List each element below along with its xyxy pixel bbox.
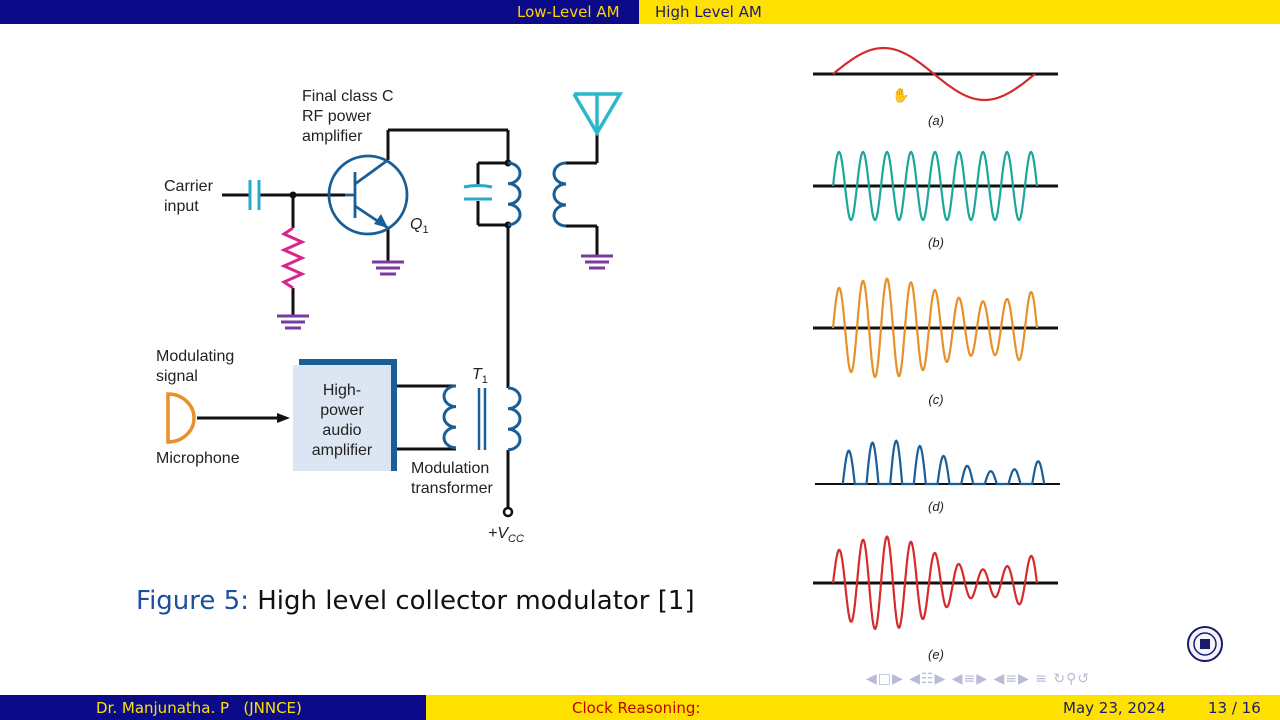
nav-prev-icon[interactable]: ◀☷▶ bbox=[909, 671, 947, 687]
footer-author: Dr. Manjunatha. P (JNNCE) bbox=[96, 699, 302, 717]
nav-menu-icon[interactable]: ≡ bbox=[1035, 671, 1048, 687]
audio-amp-line2: power bbox=[320, 402, 364, 419]
tab-low-level-am[interactable]: Low-Level AM bbox=[517, 3, 620, 21]
wave-label-c: (c) bbox=[928, 392, 943, 407]
slide-navigation: ◀□▶ ◀☷▶ ◀≡▶ ◀≡▶ ≡ ↻⚲↺ bbox=[866, 671, 1090, 687]
audio-amp-line4: amplifier bbox=[312, 442, 373, 459]
nav-search-icon[interactable]: ↻⚲↺ bbox=[1053, 671, 1091, 687]
audio-amp-line1: High- bbox=[323, 382, 361, 399]
transformer-label: T1 bbox=[472, 366, 488, 386]
cursor-hand-icon: ✋ bbox=[892, 88, 910, 104]
wave-a-modulating bbox=[832, 46, 1036, 102]
logo-icon bbox=[1187, 626, 1223, 662]
wave-d-collector-current bbox=[841, 439, 1046, 486]
wave-label-e: (e) bbox=[928, 647, 944, 662]
wave-e-am-output bbox=[831, 535, 1039, 630]
wave-c-supply bbox=[831, 277, 1039, 379]
audio-amp-line3: audio bbox=[322, 422, 361, 439]
amp-label-line3: amplifier bbox=[302, 128, 363, 145]
tab-high-level-am[interactable]: High Level AM bbox=[655, 3, 762, 21]
modulating-label-line2: signal bbox=[156, 368, 198, 385]
waveform-panel: (a) (b) (c) (d) (e) bbox=[813, 46, 1060, 662]
footer-title: Clock Reasoning: bbox=[572, 699, 701, 717]
header-left-section bbox=[0, 0, 639, 24]
modulation-transformer-line2: transformer bbox=[411, 480, 493, 497]
figure-text: High level collector modulator [1] bbox=[257, 586, 695, 616]
wave-label-b: (b) bbox=[928, 235, 944, 250]
figure-number: Figure 5: bbox=[136, 586, 249, 616]
footer-bar: Dr. Manjunatha. P (JNNCE) Clock Reasonin… bbox=[0, 695, 1280, 720]
wave-label-d: (d) bbox=[928, 499, 944, 514]
nav-section-icon[interactable]: ◀≡▶ bbox=[951, 671, 989, 687]
wave-b-carrier bbox=[831, 150, 1039, 222]
footer-date: May 23, 2024 bbox=[1063, 699, 1166, 717]
carrier-label-line2: input bbox=[164, 198, 199, 215]
transistor-label: Q1 bbox=[410, 216, 429, 236]
carrier-label-line1: Carrier bbox=[164, 178, 214, 195]
microphone-label: Microphone bbox=[156, 450, 240, 467]
modulating-label-line1: Modulating bbox=[156, 348, 234, 365]
figure-caption: Figure 5: High level collector modulator… bbox=[136, 586, 695, 616]
amp-label-line1: Final class C bbox=[302, 88, 394, 105]
footer-left-section bbox=[0, 695, 426, 720]
header-bar: Low-Level AM High Level AM bbox=[0, 0, 1280, 24]
circuit-diagram: Final class C RF power amplifier Carrier… bbox=[156, 88, 624, 545]
modulation-transformer-line1: Modulation bbox=[411, 460, 489, 477]
wave-label-a: (a) bbox=[928, 113, 944, 128]
nav-first-icon[interactable]: ◀□▶ bbox=[866, 671, 904, 687]
nav-subsection-icon[interactable]: ◀≡▶ bbox=[993, 671, 1030, 687]
footer-page-number: 13 / 16 bbox=[1208, 699, 1261, 717]
amp-label-line2: RF power bbox=[302, 108, 372, 125]
vcc-label: +VCC bbox=[488, 525, 524, 545]
